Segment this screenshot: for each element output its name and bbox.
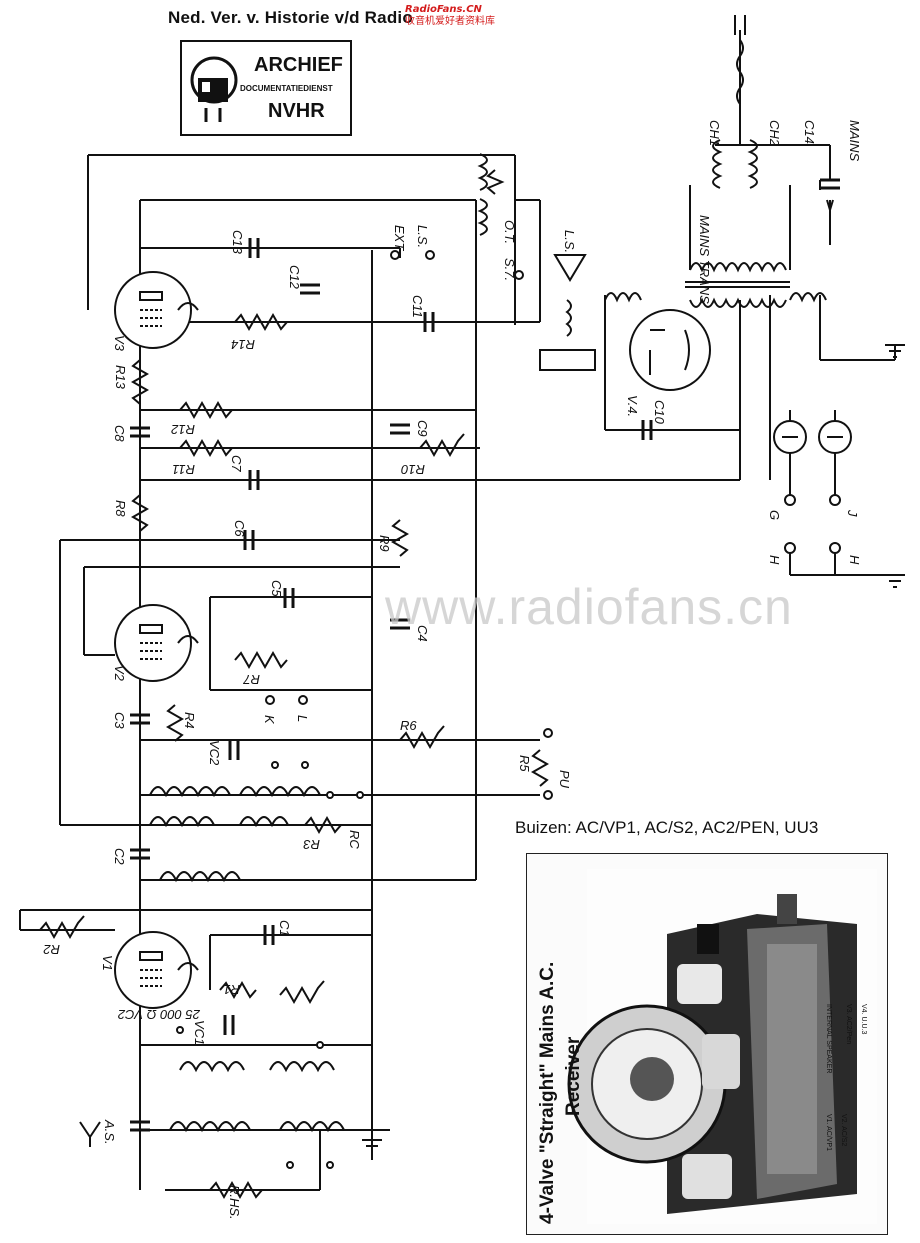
svg-text:R1: R1 xyxy=(223,982,240,997)
svg-text:R3: R3 xyxy=(303,837,320,852)
svg-text:C3: C3 xyxy=(112,712,127,729)
svg-text:VC1: VC1 xyxy=(192,1020,207,1045)
svg-text:J: J xyxy=(845,509,860,517)
svg-text:PU: PU xyxy=(557,770,572,789)
svg-text:C13: C13 xyxy=(230,230,245,255)
svg-text:H: H xyxy=(847,555,862,565)
svg-text:INTERNAL SPEAKER: INTERNAL SPEAKER xyxy=(825,1004,832,1073)
svg-text:C7: C7 xyxy=(229,455,244,472)
photo-subcaption: Receiver xyxy=(563,1036,584,1116)
receiver-photo: INTERNAL SPEAKER V3. AC2/Pen V4. U.U.3 V… xyxy=(526,853,888,1235)
valves-list: Buizen: AC/VP1, AC/S2, AC2/PEN, UU3 xyxy=(515,818,819,837)
top-watermark: RadioFans.CN 收音机爱好者资料库 xyxy=(405,4,495,28)
watermark-site: RadioFans.CN xyxy=(405,4,482,15)
photo-caption: 4-Valve "Straight" Mains A.C. xyxy=(537,961,558,1224)
svg-text:R12: R12 xyxy=(170,422,195,437)
capacitors xyxy=(130,178,840,1132)
svg-text:25 000 Ω VC2: 25 000 Ω VC2 xyxy=(117,1007,201,1022)
svg-text:R13: R13 xyxy=(113,365,128,390)
svg-text:R14: R14 xyxy=(231,337,255,352)
component-labels: V3 V2 V1 V.4. C13 C12 C11 C8 C9 C7 C6 C5… xyxy=(43,120,862,1220)
inductors xyxy=(149,139,827,1133)
background-watermark: www.radiofans.cn xyxy=(385,579,793,635)
svg-text:L.S.: L.S. xyxy=(415,225,430,248)
svg-text:R8: R8 xyxy=(113,500,128,517)
stamp-line2: DOCUMENTATIEDIENST xyxy=(240,84,333,93)
stamp-line3: NVHR xyxy=(268,100,325,122)
svg-text:C14: C14 xyxy=(802,120,817,144)
svg-text:L.S.: L.S. xyxy=(562,230,577,253)
svg-text:V4. U.U.3: V4. U.U.3 xyxy=(860,1004,867,1034)
svg-text:K: K xyxy=(262,715,277,725)
svg-text:A.S.: A.S. xyxy=(102,1119,117,1145)
receiver-chassis-image: INTERNAL SPEAKER V3. AC2/Pen V4. U.U.3 V… xyxy=(567,869,877,1224)
terminals xyxy=(176,250,841,1169)
radio-logo-icon xyxy=(190,56,238,122)
svg-text:VC2: VC2 xyxy=(207,740,222,766)
svg-text:R.HS.: R.HS. xyxy=(227,1185,242,1220)
svg-text:C6: C6 xyxy=(232,520,247,537)
svg-text:V.4.: V.4. xyxy=(625,395,640,417)
svg-text:R10: R10 xyxy=(400,462,425,477)
svg-text:R5: R5 xyxy=(517,755,532,772)
svg-text:C4: C4 xyxy=(415,625,430,642)
svg-text:O.T.: O.T. xyxy=(502,220,517,244)
svg-text:C10: C10 xyxy=(652,400,667,425)
speaker xyxy=(539,254,596,371)
svg-text:R2: R2 xyxy=(43,942,60,957)
stamp-line1: ARCHIEF xyxy=(254,54,343,76)
svg-text:R4: R4 xyxy=(182,712,197,729)
svg-text:S.7.: S.7. xyxy=(502,258,517,281)
svg-text:CH1: CH1 xyxy=(707,120,722,146)
svg-text:C1: C1 xyxy=(277,920,292,937)
svg-text:R7: R7 xyxy=(243,672,260,687)
header-title: Ned. Ver. v. Historie v/d Radio xyxy=(168,8,413,27)
svg-text:V1: V1 xyxy=(100,955,115,971)
svg-text:L: L xyxy=(295,715,310,722)
svg-text:C9: C9 xyxy=(415,420,430,437)
resistors xyxy=(39,169,550,1200)
svg-text:V3: V3 xyxy=(112,335,127,352)
svg-text:C12: C12 xyxy=(287,265,302,290)
svg-text:R6: R6 xyxy=(400,718,417,733)
svg-text:V2: V2 xyxy=(112,665,127,682)
svg-text:V1. AC/VP1: V1. AC/VP1 xyxy=(825,1114,832,1151)
svg-text:V3. AC2/Pen: V3. AC2/Pen xyxy=(845,1004,852,1044)
svg-text:V2. AC/S2: V2. AC/S2 xyxy=(840,1114,847,1146)
archive-stamp: ARCHIEF DOCUMENTATIEDIENST NVHR xyxy=(180,40,352,136)
svg-text:R9: R9 xyxy=(377,535,392,552)
svg-text:EXT: EXT xyxy=(392,225,407,251)
svg-text:G: G xyxy=(767,510,782,520)
svg-text:C8: C8 xyxy=(112,425,127,442)
svg-text:C2: C2 xyxy=(112,848,127,865)
svg-text:MAINS: MAINS xyxy=(847,120,862,162)
svg-text:H: H xyxy=(767,555,782,565)
svg-text:C11: C11 xyxy=(410,295,425,318)
svg-text:C5: C5 xyxy=(269,580,284,597)
svg-text:MAINS TRANS: MAINS TRANS xyxy=(697,215,712,304)
svg-text:R11: R11 xyxy=(172,462,195,477)
svg-text:RC: RC xyxy=(347,830,362,849)
watermark-tagline: 收音机爱好者资料库 xyxy=(405,16,495,27)
svg-text:CH2: CH2 xyxy=(767,120,782,147)
